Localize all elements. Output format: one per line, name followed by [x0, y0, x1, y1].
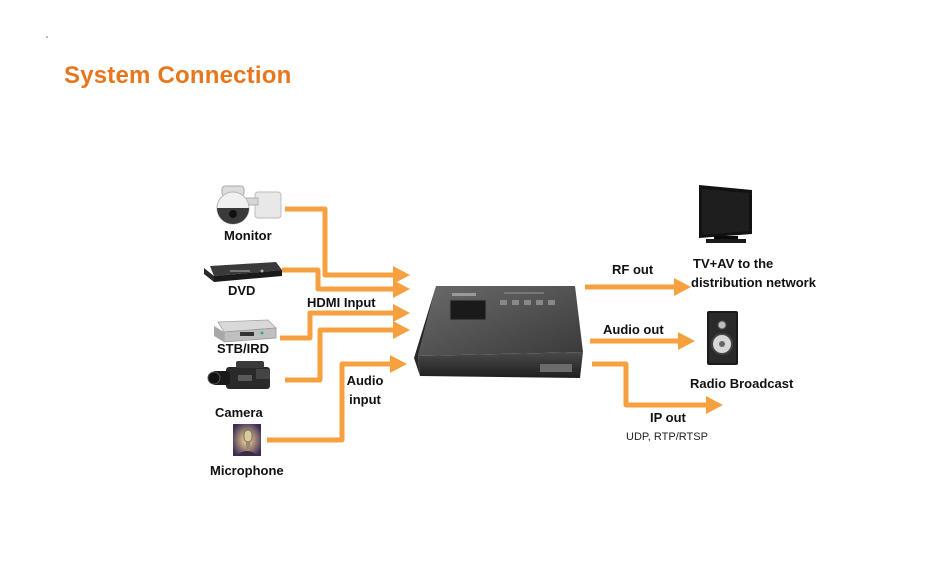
camera-arrow [285, 327, 395, 383]
microphone-arrow [267, 361, 392, 443]
monitor-arrow [285, 206, 395, 278]
monitor-label: Monitor [224, 228, 272, 243]
radio-broadcast-label: Radio Broadcast [690, 376, 794, 391]
dvd-arrowhead [393, 280, 410, 298]
stb-label: STB/IRD [217, 341, 269, 356]
microphone-label: Microphone [210, 463, 284, 478]
page-title: System Connection [64, 62, 292, 89]
tv-label-line1: TV+AV to the [693, 256, 774, 271]
monitor-arrowhead [393, 266, 410, 284]
tv-label-line2: distribution network [691, 275, 816, 290]
ip-out-arrowhead [706, 396, 723, 414]
hdmi-input-label: HDMI Input [307, 295, 376, 310]
ip-out-arrow [592, 361, 708, 408]
stb-icon [214, 319, 277, 343]
dvd-icon [204, 262, 282, 282]
dvd-label: DVD [228, 283, 256, 298]
encoder-device [414, 286, 583, 378]
camera-arrowhead [393, 321, 410, 339]
lcd-screen [449, 299, 487, 321]
audio-out-label: Audio out [603, 322, 664, 337]
microphone-arrowhead [390, 355, 407, 373]
camera-label: Camera [215, 405, 263, 420]
dvd-arrow [282, 267, 395, 292]
audio-out-arrowhead [678, 332, 695, 350]
microphone-icon [233, 424, 261, 456]
tv-icon [699, 185, 752, 243]
rf-out-arrowhead [674, 278, 691, 296]
ip-out-label: IP out [650, 410, 686, 425]
stb-arrow [280, 310, 395, 341]
speaker-icon [707, 311, 738, 365]
ip-protocols-label: UDP, RTP/RTSP [626, 431, 708, 443]
monitor-icon [216, 185, 282, 225]
camera-icon [207, 361, 270, 389]
audio-input-label-line1: Audio [346, 373, 384, 388]
audio-input-label-line2: input [349, 392, 381, 407]
stb-arrowhead [393, 304, 410, 322]
stray-dot [46, 36, 48, 38]
rf-out-label: RF out [612, 262, 654, 277]
